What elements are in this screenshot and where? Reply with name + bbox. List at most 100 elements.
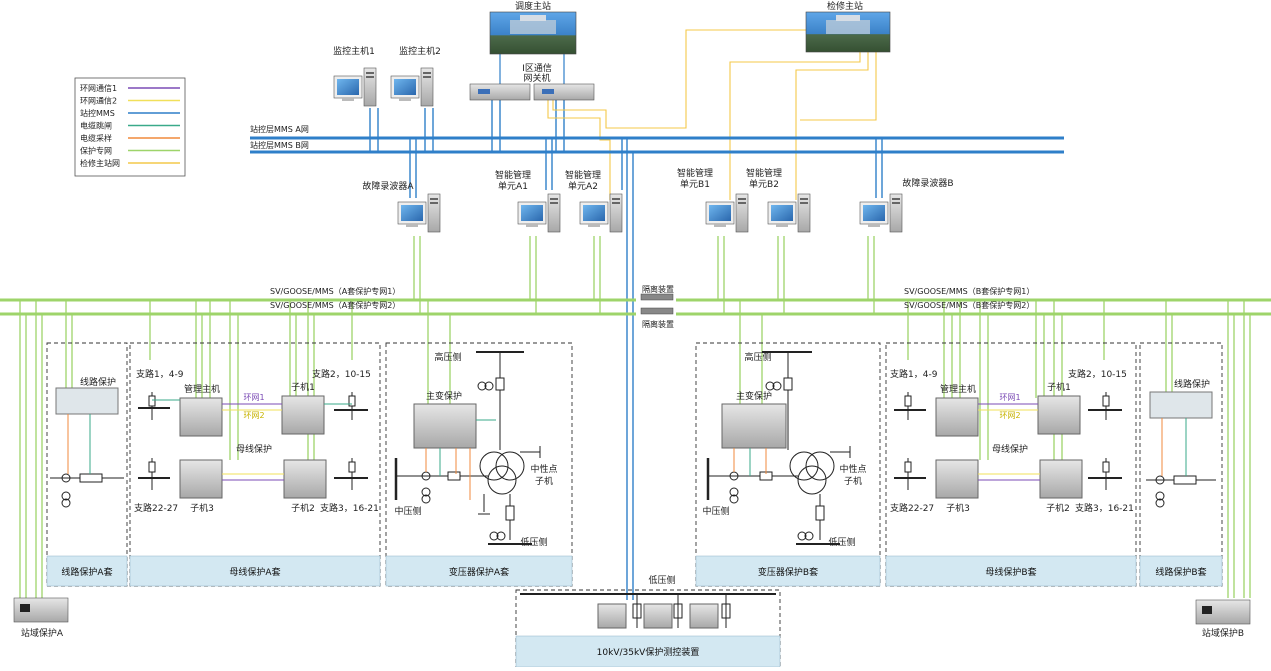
transformer-b-title: 变压器保护B套 [758,566,818,578]
dispatch-station-label: 调度主站 [515,0,551,12]
busbar-a-circuit [138,392,368,499]
lv-panel-circuit [520,593,776,629]
isolation-devices [640,293,674,315]
computer-icon [333,67,377,107]
transformer-a-main: 主变保护 [426,390,462,402]
busbar-a-mgmt: 管理主机 [184,383,220,395]
mgmt-a2-label-1: 智能管理 [565,169,601,181]
busbar-b-branch-1: 支路1，4-9 [890,368,938,380]
line-protection-a-circuit [50,387,124,508]
gateway-label-1: I区通信 [522,62,552,74]
dispatch-station [489,11,577,55]
busbar-a-busbar: 母线保护 [236,443,272,455]
transformer-a-neutral-1: 中性点 [530,463,557,475]
busbar-a-branch-3: 支路22-27 [134,502,178,514]
transformer-b-hv: 高压侧 [744,351,771,363]
line-protection-b-circuit [1146,391,1216,508]
transformer-a-lv: 低压侧 [520,536,547,548]
busbar-b-sub2: 子机2 [1046,502,1070,514]
maintenance-station-label: 检修主站 [827,0,863,12]
line-b-title: 线路保护B套 [1155,566,1206,578]
gateway-label-2: 网关机 [523,72,550,84]
busbar-a-branch-4: 支路3，16-21 [320,502,379,514]
busbar-a-sub1: 子机1 [291,381,315,393]
wide-b-label: 站域保护B [1202,627,1244,639]
mms-a-label: 站控层MMS A网 [250,124,309,134]
busbar-b-sub3: 子机3 [946,502,970,514]
panel-title-bars [46,555,1223,668]
busbar-a-branch-2: 支路2，10-15 [312,368,371,380]
computer-icon [859,193,903,233]
busbar-b-title: 母线保护B套 [985,566,1036,578]
isolation-2-label: 隔离装置 [642,319,674,329]
mgmt-b2-label-1: 智能管理 [746,167,782,179]
transformer-a-mv: 中压侧 [394,505,421,517]
cables [19,29,1251,600]
busbar-a-sub3: 子机3 [190,502,214,514]
busbar-b-ring1: 环网1 [999,393,1020,402]
mgmt-b1-label-1: 智能管理 [677,167,713,179]
busbar-b-branch-3: 支路22-27 [890,502,934,514]
busbar-a-branch-1: 支路1，4-9 [136,368,184,380]
mgmt-b1-label-2: 单元B1 [680,178,710,190]
transformer-b-neutral-1: 中性点 [839,463,866,475]
transformer-b-lv: 低压侧 [828,536,855,548]
mms-buses [250,136,1064,154]
b-net2-label: SV/GOOSE/MMS（B套保护专网2） [904,300,1034,310]
computer-icon [397,193,441,233]
monitor-host-1-label: 监控主机1 [333,45,375,57]
computer-icon [705,193,749,233]
labels: 调度主站 检修主站 监控主机1 监控主机2 I区通信 网关机 站控层MMS A网… [21,0,1244,658]
b-net1-label: SV/GOOSE/MMS（B套保护专网1） [904,286,1034,296]
mgmt-a1-label-1: 智能管理 [495,169,531,181]
fault-recorder-b-label: 故障录波器B [902,177,953,189]
mms-b-label: 站控层MMS B网 [250,140,309,150]
legend-label: 电缆跳闸 [80,121,112,131]
transformer-b-main: 主变保护 [736,390,772,402]
transformer-a-neutral-2: 子机 [535,475,553,487]
computer-icon [579,193,623,233]
a-net2-label: SV/GOOSE/MMS（A套保护专网2） [270,300,400,310]
transformer-b-mv: 中压侧 [702,505,729,517]
fault-recorder-a-label: 故障录波器A [362,180,414,192]
transformer-a-title: 变压器保护A套 [449,566,509,578]
busbar-a-title: 母线保护A套 [229,566,280,578]
wide-area-devices [13,597,1251,625]
busbar-b-ring2: 环网2 [999,411,1020,420]
legend-label: 环网通信1 [80,83,117,93]
busbar-a-ring2: 环网2 [243,411,264,420]
computer-icon [517,193,561,233]
line-a-device-label: 线路保护 [80,376,116,388]
mgmt-b2-label-2: 单元B2 [749,178,779,190]
computer-icon [390,67,434,107]
lv-panel-title: 10kV/35kV保护测控装置 [597,646,700,658]
monitor-host-2-label: 监控主机2 [399,45,441,57]
maintenance-station [805,11,891,53]
mgmt-a1-label-2: 单元A1 [498,180,528,192]
transformer-b-neutral-2: 子机 [844,475,862,487]
a-net1-label: SV/GOOSE/MMS（A套保护专网1） [270,286,400,296]
computer-icon [767,193,811,233]
transformer-a-circuit [394,351,541,545]
transformer-b-circuit [706,351,851,545]
legend-label: 保护专网 [80,146,112,156]
busbar-b-sub1: 子机1 [1047,381,1071,393]
gateway-devices [469,83,595,101]
busbar-b-busbar: 母线保护 [992,443,1028,455]
transformer-a-hv: 高压侧 [434,351,461,363]
lv-panel-lv: 低压侧 [648,574,675,586]
legend-label: 检修主站网 [80,158,120,168]
busbar-b-mgmt: 管理主机 [940,383,976,395]
wide-a-label: 站域保护A [21,627,64,639]
protection-buses [0,298,1271,316]
busbar-b-circuit [894,392,1122,499]
busbar-a-ring1: 环网1 [243,393,264,402]
legend-label: 环网通信2 [80,96,117,106]
legend-label: 电缆采样 [80,133,112,143]
line-a-title: 线路保护A套 [61,566,112,578]
busbar-b-branch-4: 支路3，16-21 [1075,502,1134,514]
computers [333,67,903,233]
